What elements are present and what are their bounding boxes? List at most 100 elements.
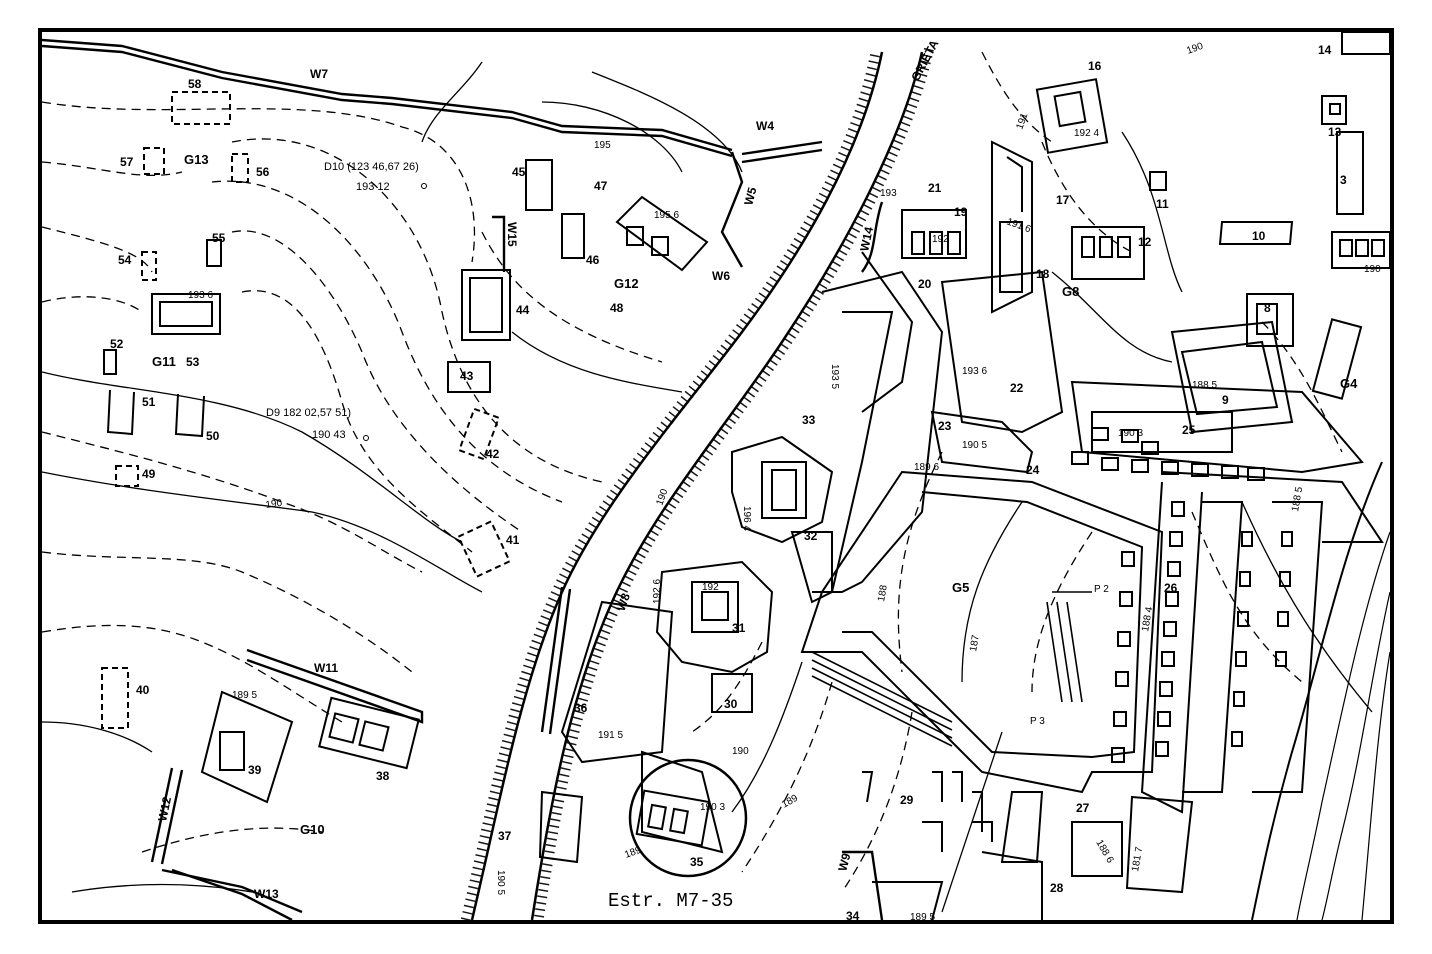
label-structure-13: 13 <box>1328 125 1342 139</box>
label-group-g8: G8 <box>1062 284 1079 299</box>
elevation-label: 196 4 <box>741 506 752 531</box>
elevation-label: 188 <box>876 584 890 603</box>
label-structure-22: 22 <box>1010 381 1024 395</box>
elevation-label: 188 6 <box>1093 838 1115 866</box>
elevation-label: 190 3 <box>700 802 725 813</box>
elevation-label: 189 5 <box>232 690 257 701</box>
elevation-label: 190 5 <box>495 870 506 895</box>
map-caption: Estr. M7-35 <box>608 890 733 912</box>
label-plaza-p2: P 2 <box>1094 584 1109 595</box>
label-group-g4: G4 <box>1340 376 1358 391</box>
elevation-label: 190 5 <box>962 440 987 451</box>
map-frame: 58 57 56 55 54 53 52 51 50 49 47 46 45 4… <box>38 28 1394 924</box>
highlight-circle <box>628 758 748 878</box>
label-wall-w4: W4 <box>756 119 774 133</box>
label-structure-49: 49 <box>142 467 156 481</box>
label-wall-w9: W9 <box>835 851 853 872</box>
elevation-label: 189 5 <box>910 912 935 920</box>
small-rooms <box>1071 427 1293 763</box>
label-wall-w13: W13 <box>254 887 279 901</box>
label-wall-w5: W5 <box>741 185 759 206</box>
label-group-g11: G11 <box>152 354 176 369</box>
elevation-label: 188 5 <box>1192 380 1217 391</box>
stairs <box>811 591 1092 747</box>
label-structure-23: 23 <box>938 419 952 433</box>
label-structure-26: 26 <box>1164 581 1178 595</box>
label-structure-51: 51 <box>142 395 156 409</box>
label-wall-w7: W7 <box>310 67 328 81</box>
label-structure-19: 19 <box>954 205 968 219</box>
label-structure-8: 8 <box>1264 301 1271 315</box>
elevation-label: 193 5 <box>829 364 840 389</box>
elevation-label: 190 <box>1185 41 1205 57</box>
elevation-label: 190 3 <box>1118 428 1143 439</box>
label-structure-54: 54 <box>118 253 132 267</box>
label-structure-57: 57 <box>120 155 134 169</box>
walls <box>42 38 884 920</box>
label-structure-40: 40 <box>136 683 150 697</box>
label-structure-32: 32 <box>804 529 818 543</box>
label-datum-d9-elevation: 190 43 <box>312 429 346 441</box>
label-structure-41: 41 <box>506 533 520 547</box>
elevation-label: 190 <box>1364 264 1381 275</box>
label-structure-30: 30 <box>724 697 738 711</box>
label-structure-38: 38 <box>376 769 390 783</box>
elevation-label: 192 6 <box>652 579 663 604</box>
elevation-label: 190 <box>732 746 749 757</box>
elevation-label: 195 6 <box>654 210 679 221</box>
label-datum-d10-elevation: 193 12 <box>356 181 390 193</box>
label-structure-55: 55 <box>212 231 226 245</box>
label-structure-36: 36 <box>574 701 588 715</box>
label-wall-w11: W11 <box>314 661 338 675</box>
label-wall-w12: W12 <box>155 795 174 822</box>
elevation-label: 189 <box>780 793 800 811</box>
label-structure-20: 20 <box>918 277 932 291</box>
label-structure-11: 11 <box>1156 197 1169 211</box>
label-wall-w14: W14 <box>857 225 876 252</box>
elevation-label: 193 <box>880 188 897 199</box>
contour-lines <box>42 51 1373 913</box>
label-datum-d10: D10 (123 46,67 26) <box>324 161 419 173</box>
datum-d9-marker <box>363 435 369 441</box>
elevation-label: 192 4 <box>1074 128 1099 139</box>
elevation-label: 192 <box>932 234 949 245</box>
label-structure-17: 17 <box>1056 193 1070 207</box>
label-structure-24: 24 <box>1026 463 1040 477</box>
label-plaza-p3: P 3 <box>1030 716 1045 727</box>
elevation-label: 189 6 <box>914 462 939 473</box>
label-wall-w6: W6 <box>712 269 730 283</box>
label-group-g13: G13 <box>184 152 209 167</box>
label-structure-53: 53 <box>186 355 200 369</box>
label-structure-29: 29 <box>900 793 914 807</box>
label-group-g10: G10 <box>300 822 325 837</box>
elevation-label: 195 <box>594 140 611 151</box>
label-structure-39: 39 <box>248 763 262 777</box>
elevation-label: 193 6 <box>962 366 987 377</box>
label-structure-48: 48 <box>610 301 624 315</box>
label-structure-18: 18 <box>1036 267 1050 281</box>
label-structure-27: 27 <box>1076 801 1090 815</box>
elevation-label: 191 <box>1014 111 1030 131</box>
label-structure-45: 45 <box>512 165 526 179</box>
label-grieta: GRIETA <box>908 37 941 83</box>
label-structure-46: 46 <box>586 253 600 267</box>
elevation-label: 190 <box>265 498 283 511</box>
label-structure-16: 16 <box>1088 59 1102 73</box>
label-structure-25: 25 <box>1182 423 1196 437</box>
elevation-label: 191 6 <box>1005 216 1033 235</box>
label-structure-34: 34 <box>846 909 860 920</box>
cliff-edge <box>460 47 1390 920</box>
label-structure-37: 37 <box>498 829 512 843</box>
wall-labels: W7 W4 W5 W6 W8 W9 W11 W12 W13 W14 W15 <box>155 67 876 901</box>
label-structure-33: 33 <box>802 413 816 427</box>
elevation-label: 187 <box>968 634 982 653</box>
label-structure-9: 9 <box>1222 393 1229 407</box>
label-structure-52: 52 <box>110 337 124 351</box>
site-plan-map: 58 57 56 55 54 53 52 51 50 49 47 46 45 4… <box>42 32 1390 920</box>
label-structure-43: 43 <box>460 369 474 383</box>
elevation-label: 188 5 <box>1290 486 1305 513</box>
label-structure-50: 50 <box>206 429 220 443</box>
label-wall-w15: W15 <box>505 222 519 247</box>
label-group-g5: G5 <box>952 580 969 595</box>
elevation-label: 192 <box>702 582 719 593</box>
